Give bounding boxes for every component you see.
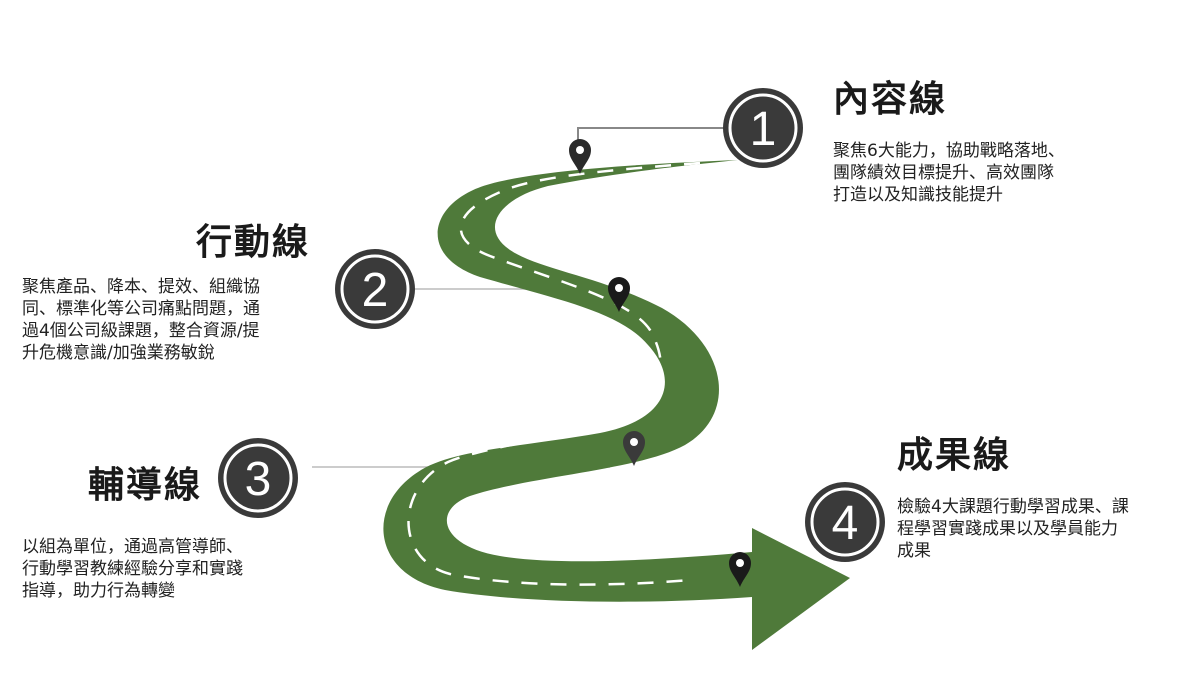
stage-3-line: 行動學習教練經驗分享和實踐 [22, 559, 243, 579]
location-pin-icon [569, 139, 591, 174]
stage-2-line: 過4個公司級課題，整合資源/提 [22, 321, 260, 341]
stage-badge-1: 1 [723, 88, 803, 168]
stage-description-4: 檢驗4大課題行動學習成果、課 程學習實踐成果以及學員能力 成果 [897, 496, 1129, 562]
stage-number-1: 1 [750, 103, 777, 156]
stage-2-line: 聚焦產品、降本、提效、組織協 [22, 277, 260, 297]
stage-badge-2: 2 [335, 249, 415, 329]
stage-3-line: 以組為單位，通過高管導師、 [22, 537, 243, 557]
stage-badge-3: 3 [218, 438, 298, 518]
location-pin-icon [729, 552, 751, 587]
stage-badge-4: 4 [805, 482, 885, 562]
location-pin-icon [608, 277, 630, 312]
stage-number-4: 4 [832, 497, 859, 550]
stage-4-line: 程學習實踐成果以及學員能力 [897, 519, 1118, 539]
stage-1-line: 聚焦6大能力，協助戰略落地、 [833, 141, 1065, 161]
road-centerline [407, 161, 701, 586]
stage-title-2: 行動線 [196, 222, 311, 263]
stage-title-3: 輔導線 [88, 465, 203, 506]
winding-road [383, 160, 850, 650]
stage-3-line: 指導，助力行為轉變 [22, 581, 175, 601]
stage-description-3: 以組為單位，通過高管導師、 行動學習教練經驗分享和實踐 指導，助力行為轉變 [22, 536, 243, 602]
stage-1-line: 團隊績效目標提升、高效團隊 [833, 163, 1054, 183]
connector-line-1 [577, 127, 730, 160]
stage-2-line: 同、標準化等公司痛點問題，通 [22, 299, 260, 319]
stage-description-1: 聚焦6大能力，協助戰略落地、 團隊績效目標提升、高效團隊 打造以及知識技能提升 [833, 140, 1065, 206]
location-pin-icon [623, 431, 645, 466]
stage-4-line: 檢驗4大課題行動學習成果、課 [897, 497, 1129, 517]
stage-description-2: 聚焦產品、降本、提效、組織協 同、標準化等公司痛點問題，通 過4個公司級課題，整… [22, 276, 260, 364]
stage-1-line: 打造以及知識技能提升 [833, 185, 1003, 205]
stage-title-4: 成果線 [897, 435, 1012, 476]
stage-title-1: 內容線 [833, 79, 948, 120]
stage-number-2: 2 [362, 264, 389, 317]
stage-number-3: 3 [245, 453, 272, 506]
stage-4-line: 成果 [897, 541, 931, 561]
stage-2-line: 升危機意識/加強業務敏銳 [22, 343, 215, 363]
